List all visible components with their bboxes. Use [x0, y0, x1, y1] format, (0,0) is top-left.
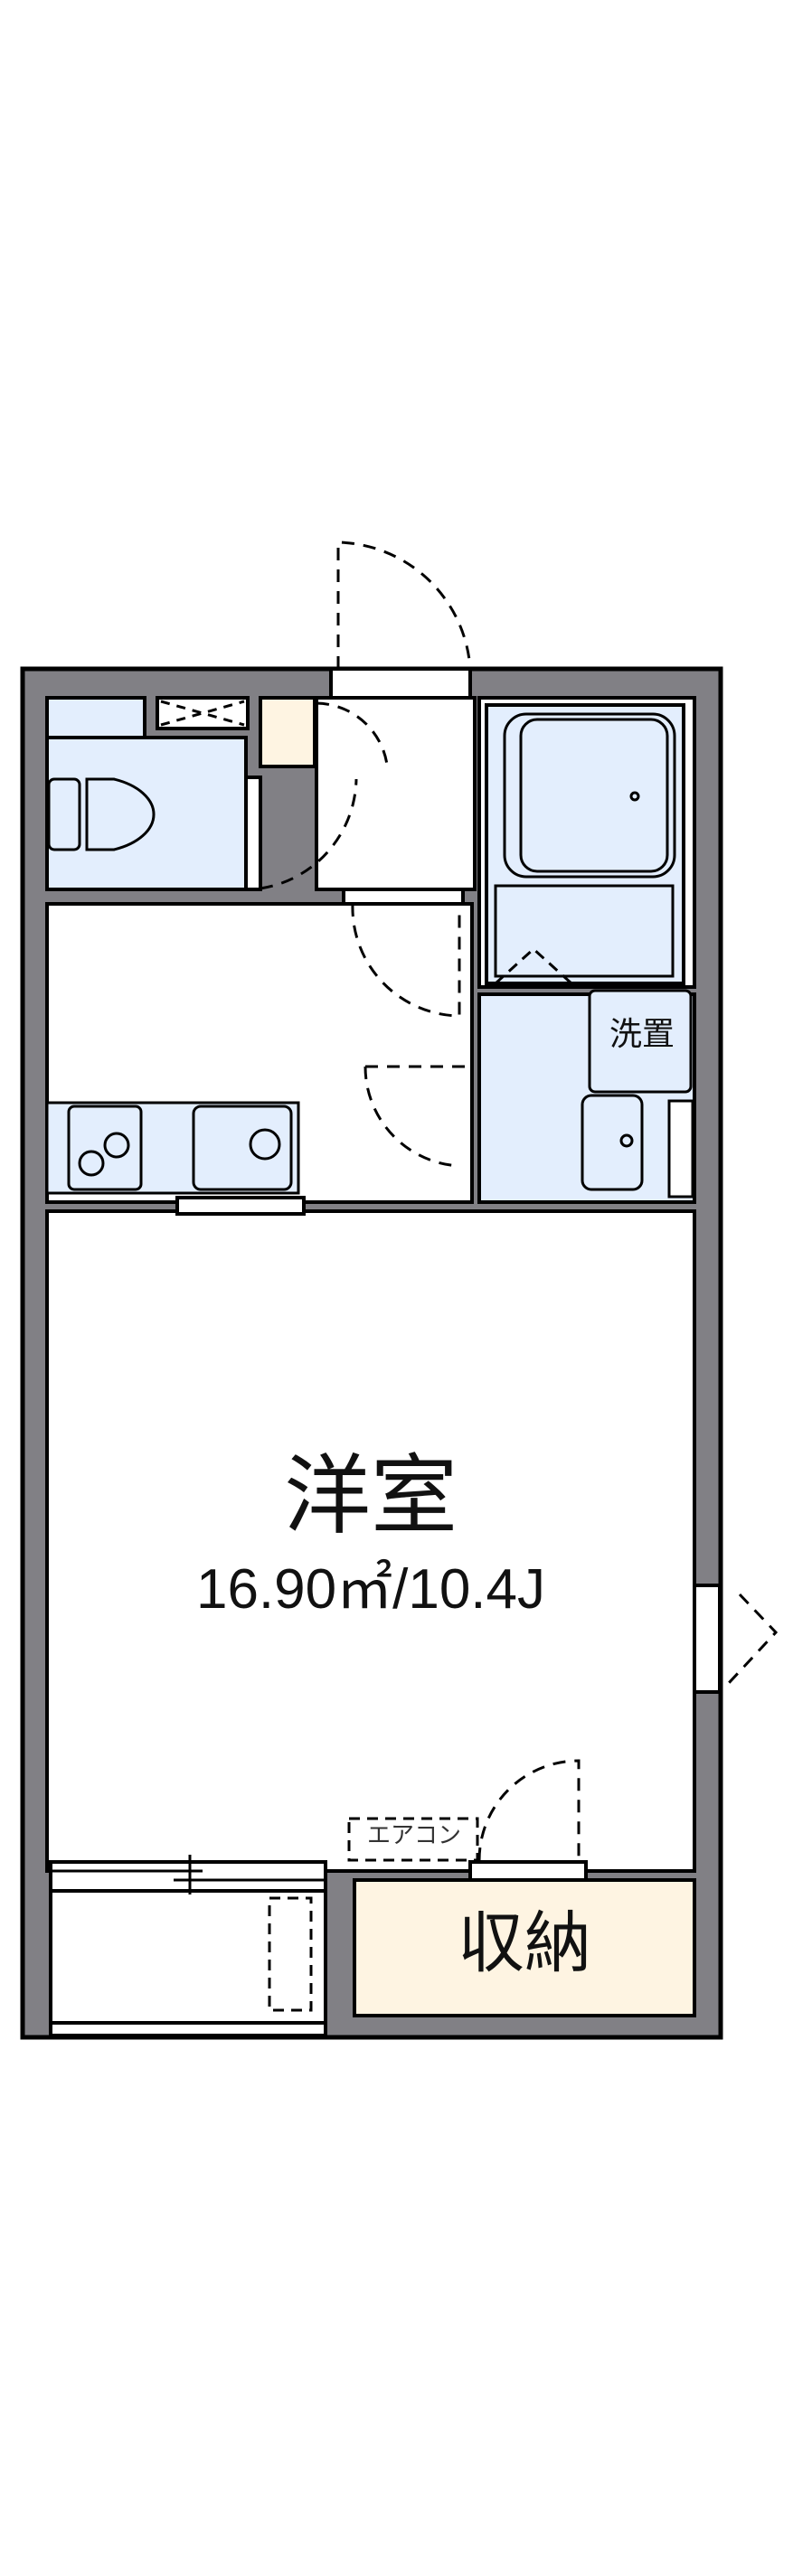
toilet-bowl — [85, 777, 156, 851]
washer-space-label: 洗置 — [609, 1016, 675, 1053]
shoe-closet — [259, 696, 316, 768]
aircon-label: エアコン — [366, 1822, 461, 1849]
wash-cabinet — [667, 1099, 694, 1199]
entrance-door-gap — [329, 667, 472, 700]
window-swing — [727, 1593, 779, 1685]
bath-door-swing — [351, 903, 461, 1018]
washer-space — [588, 989, 693, 1094]
kitchen-door-gap — [342, 888, 465, 906]
main-room — [45, 1209, 696, 1873]
balcony-window — [49, 1860, 327, 1893]
bathtub — [503, 712, 676, 879]
entrance-door-swing — [336, 541, 472, 670]
kitchen-sink — [192, 1105, 293, 1191]
toilet-door-frame — [244, 776, 262, 891]
entrance — [315, 696, 477, 891]
stove — [67, 1105, 143, 1191]
toilet-room — [45, 696, 146, 739]
outdoor-unit — [268, 1896, 313, 2012]
fixtures — [45, 541, 779, 2012]
toilet-door-swing — [260, 778, 358, 890]
room-area-main: 16.90㎡/10.4J — [195, 1558, 546, 1621]
closet-door-swing — [316, 701, 389, 766]
storage-label: 収納 — [458, 1904, 591, 1982]
side-window — [693, 1584, 722, 1694]
vent-x-icon — [160, 700, 245, 727]
main-room-door-gap — [175, 1196, 306, 1216]
storage-door-swing — [477, 1759, 581, 1861]
sliding-window — [51, 1855, 326, 1894]
storage-door-gap — [468, 1860, 588, 1882]
room-label-main: 洋室 — [284, 1445, 458, 1547]
vent-box — [156, 696, 250, 730]
kitchen-door-swing — [364, 1065, 470, 1168]
shower-area — [494, 884, 675, 978]
wash-basin — [581, 1094, 644, 1191]
kitchen-counter — [45, 1101, 300, 1195]
aircon-box — [347, 1817, 479, 1862]
balcony — [49, 1889, 327, 2025]
toilet-tank — [47, 777, 81, 851]
